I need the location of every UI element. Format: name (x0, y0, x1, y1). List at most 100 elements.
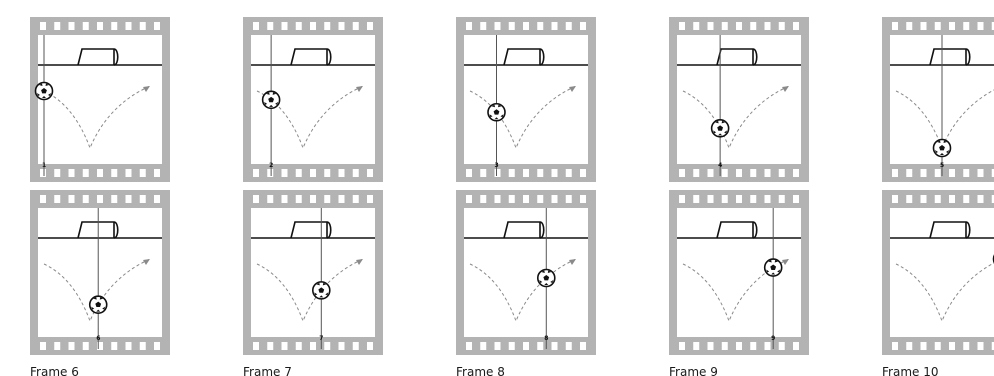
top-perforation-hole (353, 195, 359, 203)
bottom-perforation-hole (154, 169, 160, 177)
top-perforation-hole (523, 195, 529, 203)
frame-caption: Frame 6 (30, 365, 79, 376)
top-perforation-hole (580, 195, 586, 203)
top-perforation-hole (949, 22, 955, 30)
bottom-perforation-hole (679, 342, 685, 350)
top-perforation-hole (793, 22, 799, 30)
frame-number: 3 (495, 162, 499, 169)
top-perforation-hole (253, 195, 259, 203)
bottom-perforation-hole (693, 342, 699, 350)
film-frame: 5Frame 5 (882, 17, 994, 207)
top-perforation-hole (963, 195, 969, 203)
top-perforation-hole (296, 22, 302, 30)
bottom-perforation-hole (906, 169, 912, 177)
top-perforation-hole (140, 22, 146, 30)
bottom-perforation-hole (523, 169, 529, 177)
top-perforation-hole (282, 22, 288, 30)
soccer-ball-icon (488, 104, 505, 121)
top-perforation-hole (693, 22, 699, 30)
bottom-perforation-hole (126, 342, 132, 350)
soccer-ball-icon (538, 269, 555, 286)
bottom-perforation-hole (736, 169, 742, 177)
bottom-perforation-hole (40, 342, 46, 350)
top-perforation-hole (54, 195, 60, 203)
top-perforation-hole (282, 195, 288, 203)
bottom-perforation-hole (693, 169, 699, 177)
top-perforation-hole (566, 195, 572, 203)
top-perforation-hole (566, 22, 572, 30)
top-perforation-hole (722, 195, 728, 203)
scene-background (677, 208, 801, 337)
bottom-perforation-hole (921, 169, 927, 177)
scene-background (464, 208, 588, 337)
top-perforation-hole (111, 195, 117, 203)
frame-number: 1 (42, 162, 46, 169)
top-perforation-hole (339, 22, 345, 30)
top-perforation-hole (54, 22, 60, 30)
bottom-perforation-hole (140, 342, 146, 350)
bottom-perforation-hole (40, 169, 46, 177)
bottom-perforation-hole (935, 169, 941, 177)
top-perforation-hole (580, 22, 586, 30)
scene (677, 208, 801, 349)
top-perforation-hole (722, 22, 728, 30)
top-perforation-hole (552, 195, 558, 203)
bottom-perforation-hole (708, 169, 714, 177)
soccer-ball-icon (712, 120, 729, 137)
scene (38, 208, 162, 349)
bottom-perforation-hole (83, 342, 89, 350)
top-perforation-hole (83, 195, 89, 203)
bottom-perforation-hole (566, 342, 572, 350)
bottom-perforation-hole (54, 169, 60, 177)
top-perforation-hole (765, 22, 771, 30)
soccer-ball-icon (90, 296, 107, 313)
bottom-perforation-hole (679, 169, 685, 177)
top-perforation-hole (523, 22, 529, 30)
top-perforation-hole (253, 22, 259, 30)
top-perforation-hole (466, 195, 472, 203)
bottom-perforation-hole (509, 169, 515, 177)
film-frame: 6Frame 6 (30, 190, 180, 376)
film-frame: 7Frame 7 (243, 190, 393, 376)
bottom-perforation-hole (765, 169, 771, 177)
bottom-perforation-hole (310, 342, 316, 350)
bottom-perforation-hole (466, 342, 472, 350)
top-perforation-hole (154, 195, 160, 203)
bottom-perforation-hole (793, 342, 799, 350)
top-perforation-hole (935, 195, 941, 203)
bottom-perforation-hole (566, 169, 572, 177)
bottom-perforation-hole (310, 169, 316, 177)
top-perforation-hole (892, 22, 898, 30)
scene (251, 35, 375, 176)
top-perforation-hole (310, 195, 316, 203)
top-perforation-hole (978, 195, 984, 203)
bottom-perforation-hole (353, 342, 359, 350)
bottom-perforation-hole (367, 169, 373, 177)
bottom-perforation-hole (580, 169, 586, 177)
frame-illustration: 2 (243, 17, 383, 192)
top-perforation-hole (537, 22, 543, 30)
top-perforation-hole (906, 195, 912, 203)
top-perforation-hole (495, 195, 501, 203)
frame-illustration: 1 (30, 17, 170, 192)
frame-number: 5 (940, 162, 944, 169)
top-perforation-hole (480, 22, 486, 30)
bottom-perforation-hole (253, 169, 259, 177)
bottom-perforation-hole (140, 169, 146, 177)
frame-illustration: 6 (30, 190, 170, 365)
bottom-perforation-hole (480, 342, 486, 350)
scene (890, 35, 994, 176)
bottom-perforation-hole (69, 169, 75, 177)
bottom-perforation-hole (126, 169, 132, 177)
frame-number: 7 (319, 335, 323, 342)
top-perforation-hole (978, 22, 984, 30)
bottom-perforation-hole (339, 169, 345, 177)
bottom-perforation-hole (69, 342, 75, 350)
bottom-perforation-hole (83, 169, 89, 177)
bottom-perforation-hole (537, 342, 543, 350)
top-perforation-hole (708, 22, 714, 30)
bottom-perforation-hole (708, 342, 714, 350)
frame-illustration: 4 (669, 17, 809, 192)
bottom-perforation-hole (892, 342, 898, 350)
frame-number: 6 (96, 335, 100, 342)
